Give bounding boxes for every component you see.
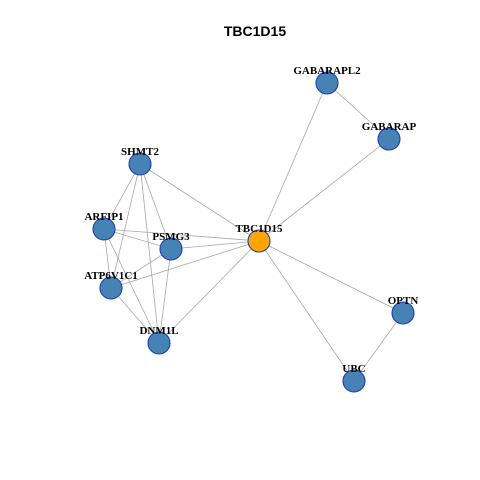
edge-shmt2-atp6v1c1: [110, 163, 141, 289]
edge-shmt2-dnm1l: [139, 163, 160, 344]
node-label-tbc1d15: TBC1D15: [235, 223, 283, 235]
edge-psmg3-atp6v1c1: [110, 248, 172, 289]
edge-tbc1d15-psmg3: [170, 240, 260, 250]
node-dnm1l[interactable]: [147, 331, 171, 355]
node-label-dnm1l: DNM1L: [139, 325, 178, 337]
node-arfip1[interactable]: [92, 217, 116, 241]
node-label-gabarapl2: GABARAPL2: [293, 65, 361, 77]
node-psmg3[interactable]: [159, 237, 183, 261]
edge-psmg3-dnm1l: [158, 248, 172, 344]
edge-layer: [103, 82, 404, 382]
edge-tbc1d15-optn: [258, 240, 404, 314]
edge-arfip1-dnm1l: [103, 228, 160, 344]
node-atp6v1c1[interactable]: [99, 276, 123, 300]
node-shmt2[interactable]: [128, 152, 152, 176]
edge-tbc1d15-gabarapl2: [258, 82, 328, 242]
edge-tbc1d15-shmt2: [139, 163, 260, 242]
node-label-gabarap: GABARAP: [362, 121, 417, 133]
node-tbc1d15[interactable]: [247, 229, 271, 253]
edge-optn-ubc: [353, 312, 404, 382]
edge-tbc1d15-arfip1: [103, 228, 260, 242]
edge-shmt2-arfip1: [103, 163, 141, 230]
edge-gabarapl2-gabarap: [326, 82, 390, 140]
edge-arfip1-psmg3: [103, 228, 172, 250]
node-gabarapl2[interactable]: [315, 71, 339, 95]
node-label-psmg3: PSMG3: [152, 231, 190, 243]
node-label-optn: OPTN: [388, 295, 419, 307]
node-ubc[interactable]: [342, 369, 366, 393]
node-optn[interactable]: [391, 301, 415, 325]
node-gabarap[interactable]: [377, 127, 401, 151]
node-label-atp6v1c1: ATP6V1C1: [84, 270, 138, 282]
edge-tbc1d15-dnm1l: [158, 240, 260, 344]
node-label-shmt2: SHMT2: [121, 146, 159, 158]
edge-tbc1d15-gabarap: [258, 138, 390, 242]
node-layer: [92, 71, 415, 393]
node-label-ubc: UBC: [342, 363, 365, 375]
diagram-title: TBC1D15: [224, 23, 286, 39]
edge-atp6v1c1-dnm1l: [110, 287, 160, 344]
edge-tbc1d15-atp6v1c1: [110, 240, 260, 289]
edge-shmt2-psmg3: [139, 163, 172, 250]
edge-tbc1d15-ubc: [258, 240, 355, 382]
node-label-arfip1: ARFIP1: [84, 211, 123, 223]
